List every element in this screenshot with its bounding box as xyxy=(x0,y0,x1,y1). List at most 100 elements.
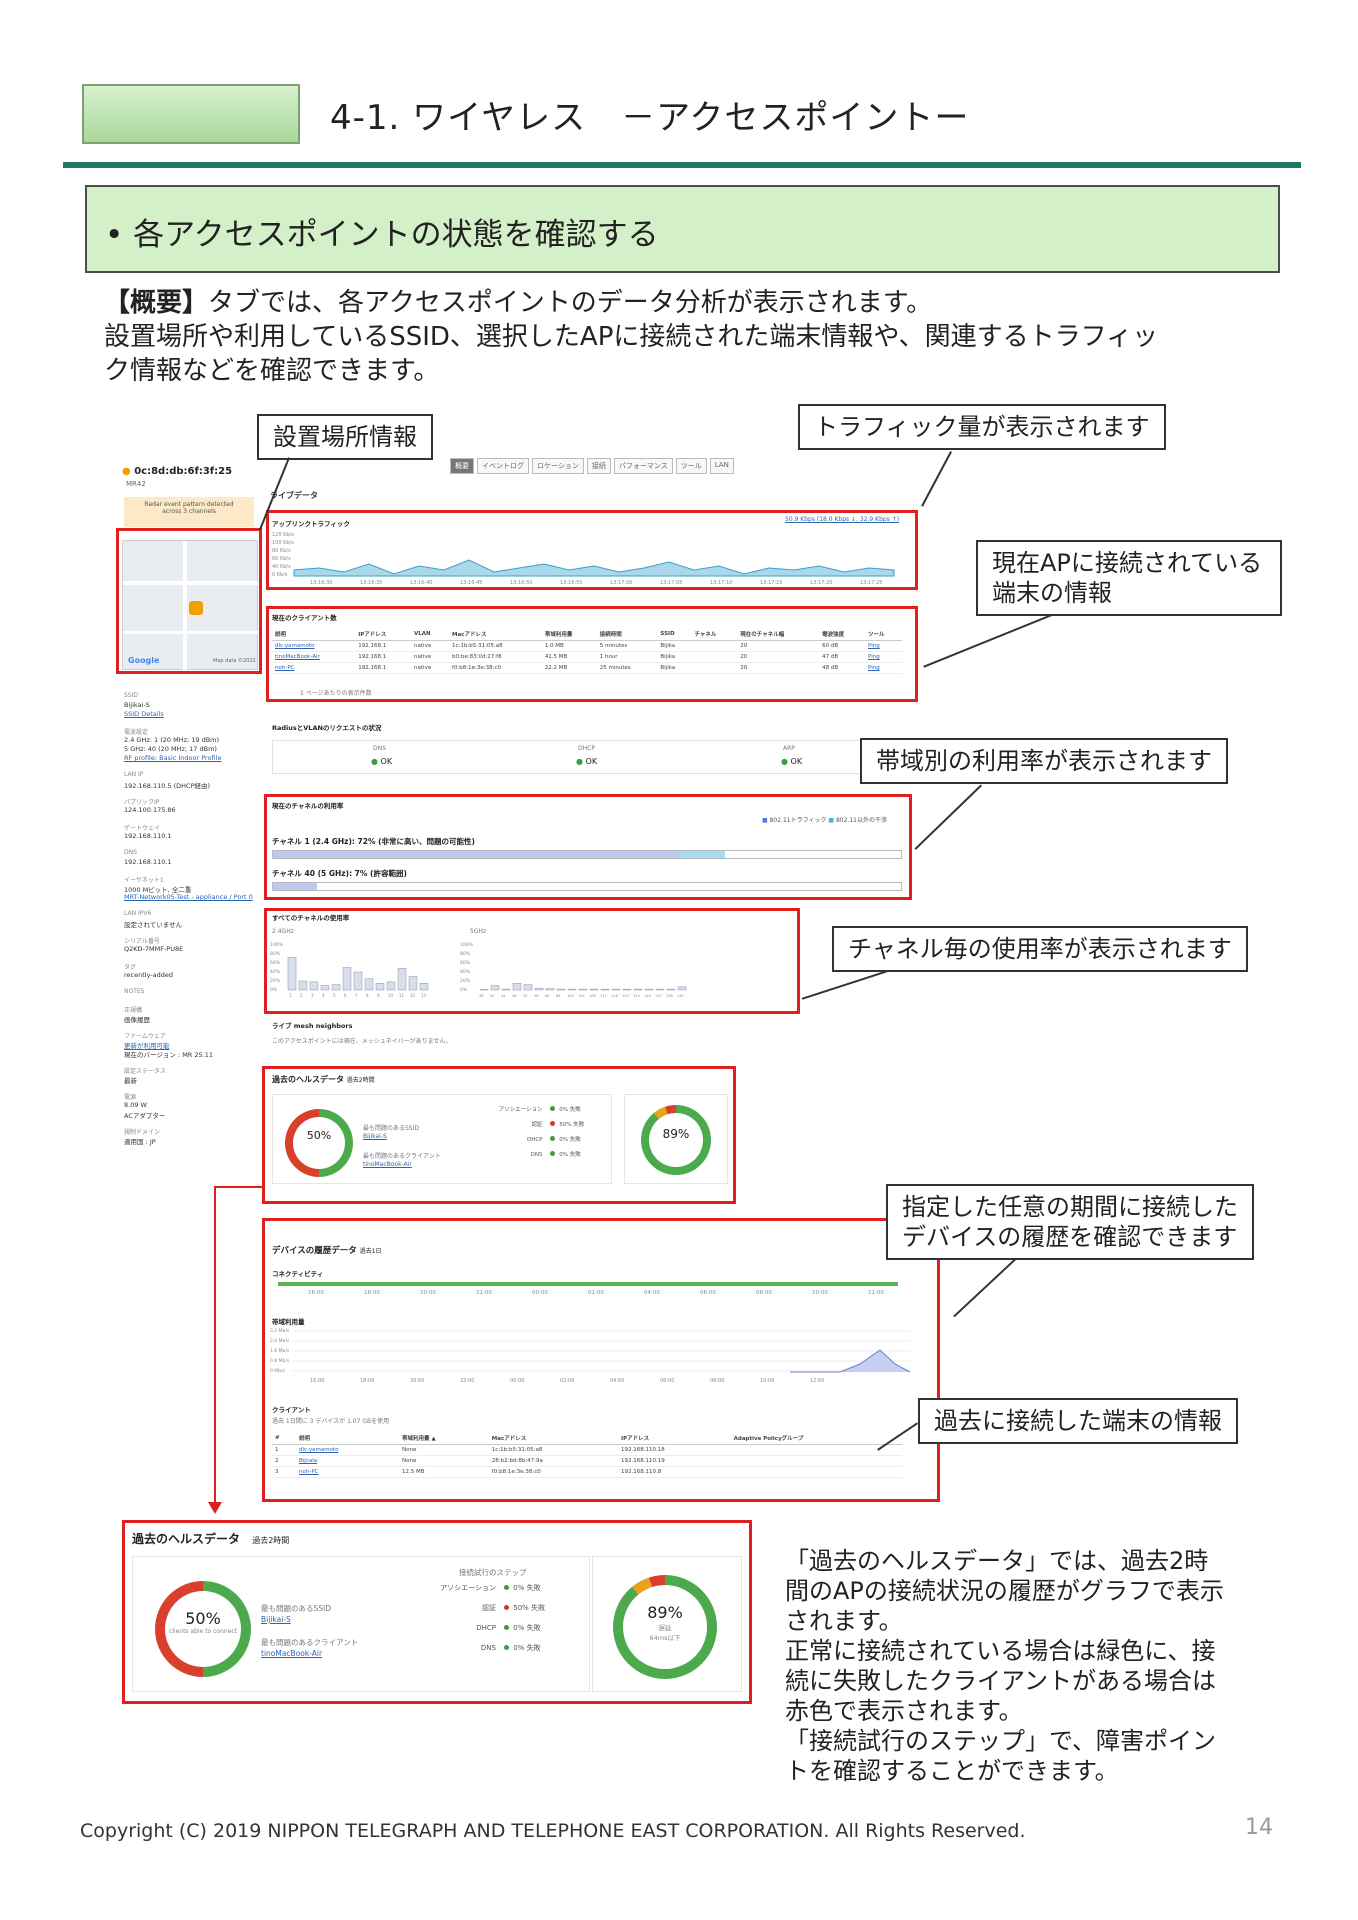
sidebar-label: 正規構 xyxy=(124,1007,143,1014)
cc-header[interactable]: 現在のチャネル幅 xyxy=(737,628,820,641)
cc-cell[interactable]: Ping xyxy=(868,665,880,671)
tab-overview[interactable]: 概要 xyxy=(450,458,474,474)
cc-cell[interactable]: dlc-yamamoto xyxy=(275,643,315,649)
health-pct-sub: clients able to connect xyxy=(168,1628,238,1635)
hist-cell[interactable]: dlc-yamamoto xyxy=(299,1447,339,1453)
step-name: アソシエーション xyxy=(440,1584,496,1592)
ac-bar-24 xyxy=(386,981,396,991)
sidebar-value3[interactable]: RF profile: Basic Indoor Profile xyxy=(124,754,222,762)
description-line: 「過去のヘルスデータ」では、過去2時 xyxy=(785,1547,1209,1575)
intro-line2: 設置場所や利用しているSSID、選択したAPに接続された端末情報や、関連するトラ… xyxy=(104,322,1159,352)
sidebar-link[interactable]: SSID Details xyxy=(124,710,164,718)
step-row: DNS 0% 失敗 xyxy=(433,1643,573,1653)
sidebar-value[interactable]: 更新が利用可能 xyxy=(124,1042,170,1050)
tab-performance[interactable]: パフォーマンス xyxy=(613,458,673,474)
cc-cell[interactable]: Ping xyxy=(868,654,880,660)
header-rule xyxy=(63,162,1301,168)
health-ssid-link[interactable]: Bijikai-S xyxy=(261,1615,291,1624)
ac-bar-5 xyxy=(622,988,632,991)
sidebar-value: 192.168.110.1 xyxy=(124,858,172,866)
sidebar-value: 設定されていません xyxy=(124,921,183,929)
location-map[interactable]: Google Map data ©2022 xyxy=(122,540,259,671)
hist-header[interactable]: # xyxy=(272,1432,296,1445)
section-heading: • 各アクセスポイントの状態を確認する xyxy=(85,185,1280,273)
ac-bar-24 xyxy=(375,983,385,991)
latency-small-card: 89% xyxy=(624,1094,728,1184)
radar-alert[interactable]: Radar event pattern detected across 3 ch… xyxy=(124,497,254,527)
ac-xtick: 11 xyxy=(399,993,405,998)
cc-cell[interactable]: tinoMacBook-Air xyxy=(275,654,320,660)
leader-band xyxy=(914,784,982,850)
ac-xtick5: 40 xyxy=(490,994,494,998)
cc-header[interactable]: 接続時間 xyxy=(596,628,658,641)
callout-channel: チャネル毎の使用率が表示されます xyxy=(832,926,1248,972)
tab-eventlog[interactable]: イベントログ xyxy=(477,458,529,474)
hist-header[interactable]: Adaptive Policyグループ xyxy=(730,1432,902,1445)
description-line: 正常に接続されている場合は緑色に、接 xyxy=(785,1637,1216,1665)
sidebar-label: 設定ステータス xyxy=(124,1068,167,1075)
hist-header[interactable]: 帯域利用量 ▲ xyxy=(399,1432,489,1445)
health-client-link[interactable]: tinoMacBook-Air xyxy=(261,1649,323,1658)
cc-header[interactable]: Macアドレス xyxy=(449,628,542,641)
ac-xtick: 7 xyxy=(355,993,358,998)
tab-location[interactable]: ロケーション xyxy=(532,458,584,474)
sidebar-value2[interactable]: MRT-Network05-Test - appliance / Port 0 xyxy=(124,893,253,901)
sidebar-value2: 5 GHz: 40 (20 MHz; 17 dBm) xyxy=(124,745,217,753)
ac-xtick: 4 xyxy=(322,993,325,998)
ac-xtick: 9 xyxy=(377,993,380,998)
hist-cell xyxy=(731,1467,902,1478)
uplink-title: アップリンクトラフィック xyxy=(272,520,350,528)
history-box xyxy=(262,1218,940,1502)
step-row: DHCP 0% 失敗 xyxy=(493,1135,633,1143)
hist-cell[interactable]: noh-PC xyxy=(299,1469,319,1475)
ac-xtick: 8 xyxy=(366,993,369,998)
cc-header[interactable]: 帯域利用量 xyxy=(541,628,597,641)
cc-header[interactable]: SSID xyxy=(657,628,692,641)
cc-cell[interactable]: noh-PC xyxy=(275,665,295,671)
google-logo: Google xyxy=(128,656,160,665)
ac-xtick: 1 xyxy=(289,993,292,998)
latency-small-value: 89% xyxy=(649,1113,703,1167)
uplink-xtick: 13:17:10 xyxy=(710,580,732,586)
uplink-box xyxy=(266,510,918,590)
connectivity-bar xyxy=(278,1282,898,1286)
leader-traffic xyxy=(921,451,952,507)
cc-header[interactable]: VLAN xyxy=(411,628,450,641)
cc-header[interactable]: 電波強度 xyxy=(819,628,866,641)
uplink-series xyxy=(293,559,895,577)
tab-tools[interactable]: ツール xyxy=(675,458,707,474)
tab-connection[interactable]: 接続 xyxy=(586,458,611,474)
small-ssid-link[interactable]: Bijikai-S xyxy=(363,1133,387,1140)
uplink-ytick: 120 Kb/s xyxy=(272,532,294,538)
cc-header[interactable]: 説明 xyxy=(272,628,356,641)
uplink-summary[interactable]: 50.9 Kbps (18.0 Kbps ↓, 32.9 Kbps ↑) xyxy=(785,516,900,523)
hist-header[interactable]: Macアドレス xyxy=(488,1432,619,1445)
sidebar-label: イーサネット1 xyxy=(124,877,164,884)
cc-header[interactable]: ツール xyxy=(865,628,902,641)
cc-cell[interactable]: Ping xyxy=(868,643,880,649)
mesh-text: このアクセスポイントには現在、メッシュネイバーがありません。 xyxy=(272,1038,452,1045)
hist-cell[interactable]: Bijcala xyxy=(299,1458,318,1464)
hist-header[interactable]: IPアドレス xyxy=(618,1432,731,1445)
uplink-ytick: 0 Kb/s xyxy=(272,572,288,578)
sidebar-label: ファームウェア xyxy=(124,1033,166,1040)
tab-lan[interactable]: LAN xyxy=(709,458,734,474)
ac-bar-5 xyxy=(567,988,577,991)
sidebar-label: 電波設定 xyxy=(124,729,149,736)
ac-xtick5: 56 xyxy=(534,994,538,998)
small-client-link[interactable]: tinoMacBook-Air xyxy=(363,1161,412,1168)
usage-xtick: 16:00 xyxy=(310,1378,324,1384)
description-line: 赤色で表示されます。 xyxy=(785,1697,1023,1725)
hist-header[interactable]: 説明 xyxy=(296,1432,400,1445)
copyright: Copyright (C) 2019 NIPPON TELEGRAPH AND … xyxy=(80,1820,1026,1842)
cc-header[interactable]: チャネル xyxy=(691,628,738,641)
usage-xtick: 08:00 xyxy=(710,1378,724,1384)
cc-header[interactable]: IPアドレス xyxy=(355,628,412,641)
